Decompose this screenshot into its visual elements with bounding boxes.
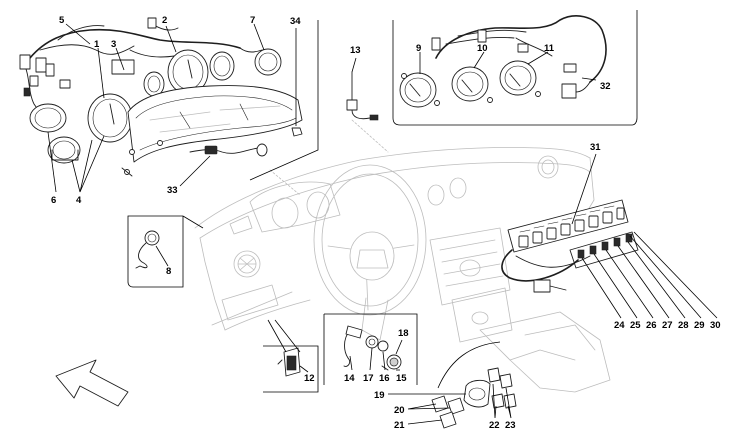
callout-21: 21 — [394, 420, 405, 431]
callout-22: 22 — [489, 420, 500, 431]
callout-30: 30 — [710, 320, 721, 331]
callout-17: 17 — [363, 373, 374, 384]
callout-3: 3 — [111, 39, 116, 50]
callout-labels: 1 2 3 4 5 6 7 8 9 10 11 12 13 14 15 16 1… — [51, 15, 721, 431]
item-8-frame — [127, 215, 184, 288]
callout-7: 7 — [250, 15, 255, 26]
callout-16: 16 — [379, 373, 390, 384]
item-8-part — [135, 230, 160, 269]
callout-9: 9 — [416, 43, 421, 54]
callout-23: 23 — [505, 420, 516, 431]
callout-32: 32 — [600, 81, 611, 92]
switch-group — [431, 367, 517, 429]
dashboard-outline — [194, 147, 611, 393]
callout-31: 31 — [590, 142, 601, 153]
gauge-group-frame — [392, 10, 638, 126]
callout-24: 24 — [614, 320, 625, 331]
callout-4: 4 — [76, 195, 82, 206]
arrow-icon — [55, 359, 129, 407]
item-12-switch — [267, 319, 301, 377]
callout-10: 10 — [477, 43, 488, 54]
callout-1: 1 — [94, 39, 100, 50]
lock-assembly — [343, 325, 402, 371]
callout-27: 27 — [662, 320, 673, 331]
callout-20: 20 — [394, 405, 405, 416]
callout-29: 29 — [694, 320, 705, 331]
cluster-frame — [249, 20, 319, 181]
callout-2: 2 — [162, 15, 167, 26]
callout-6: 6 — [51, 195, 56, 206]
callout-5: 5 — [59, 15, 65, 26]
item-13-sensor — [346, 71, 389, 153]
callout-28: 28 — [678, 320, 689, 331]
callout-15: 15 — [396, 373, 407, 384]
instrument-cluster — [19, 17, 303, 177]
callout-13: 13 — [350, 45, 361, 56]
callout-12: 12 — [304, 373, 315, 384]
gauge-group — [399, 15, 607, 108]
callout-19: 19 — [374, 390, 385, 401]
callout-33: 33 — [167, 185, 178, 196]
callout-14: 14 — [344, 373, 355, 384]
callout-11: 11 — [544, 43, 555, 54]
callout-34: 34 — [290, 16, 301, 27]
callout-18: 18 — [398, 328, 409, 339]
callout-26: 26 — [646, 320, 657, 331]
leader-lines — [47, 23, 718, 425]
item-12-frame — [263, 345, 319, 393]
lock-assembly-frame — [323, 313, 418, 385]
switch-panel — [501, 199, 639, 293]
callout-8: 8 — [166, 266, 171, 277]
callout-25: 25 — [630, 320, 641, 331]
